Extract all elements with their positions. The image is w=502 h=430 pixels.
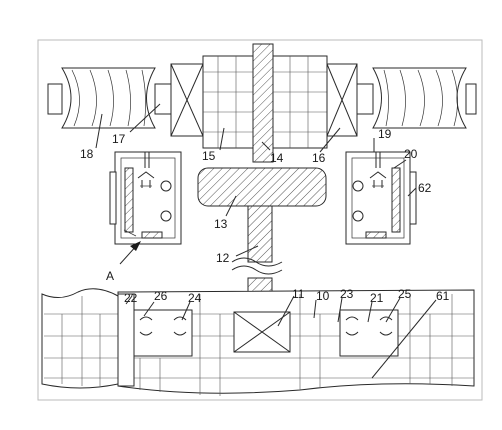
label-19: 19	[378, 127, 392, 141]
label-24: 24	[188, 291, 202, 305]
lower-shaft	[231, 205, 283, 317]
label-20: 20	[404, 147, 418, 161]
reference-numerals: 18 17 15 14 16 19 20 62 13 12 A 22 26 24…	[80, 127, 450, 305]
label-15: 15	[202, 149, 216, 163]
label-17: 17	[112, 132, 126, 146]
left-bearing-box	[170, 63, 204, 137]
label-23: 23	[340, 287, 354, 301]
right-roller	[356, 67, 477, 129]
label-18: 18	[80, 147, 94, 161]
arrow-A	[119, 241, 141, 265]
label-A: A	[106, 269, 114, 283]
left-roller	[47, 67, 172, 129]
right-bearing-box	[326, 63, 358, 137]
label-16: 16	[312, 151, 326, 165]
label-14: 14	[270, 151, 284, 165]
label-22: 22	[124, 291, 138, 305]
label-13: 13	[214, 217, 228, 231]
label-12: 12	[216, 251, 230, 265]
bottom-wall	[41, 288, 475, 396]
left-gearbox	[202, 55, 254, 149]
label-61: 61	[436, 289, 450, 303]
rotary-disc	[197, 167, 327, 207]
label-21: 21	[370, 291, 384, 305]
figure-border	[37, 39, 483, 401]
label-10: 10	[316, 289, 330, 303]
label-11: 11	[292, 287, 305, 301]
upper-shaft	[252, 43, 274, 163]
leader-lines	[95, 103, 437, 379]
left-clamp-housing	[109, 151, 182, 245]
label-62: 62	[418, 181, 432, 195]
label-25: 25	[398, 287, 412, 301]
label-26: 26	[154, 289, 168, 303]
right-gearbox	[272, 55, 328, 149]
right-clamp-housing	[345, 151, 417, 245]
